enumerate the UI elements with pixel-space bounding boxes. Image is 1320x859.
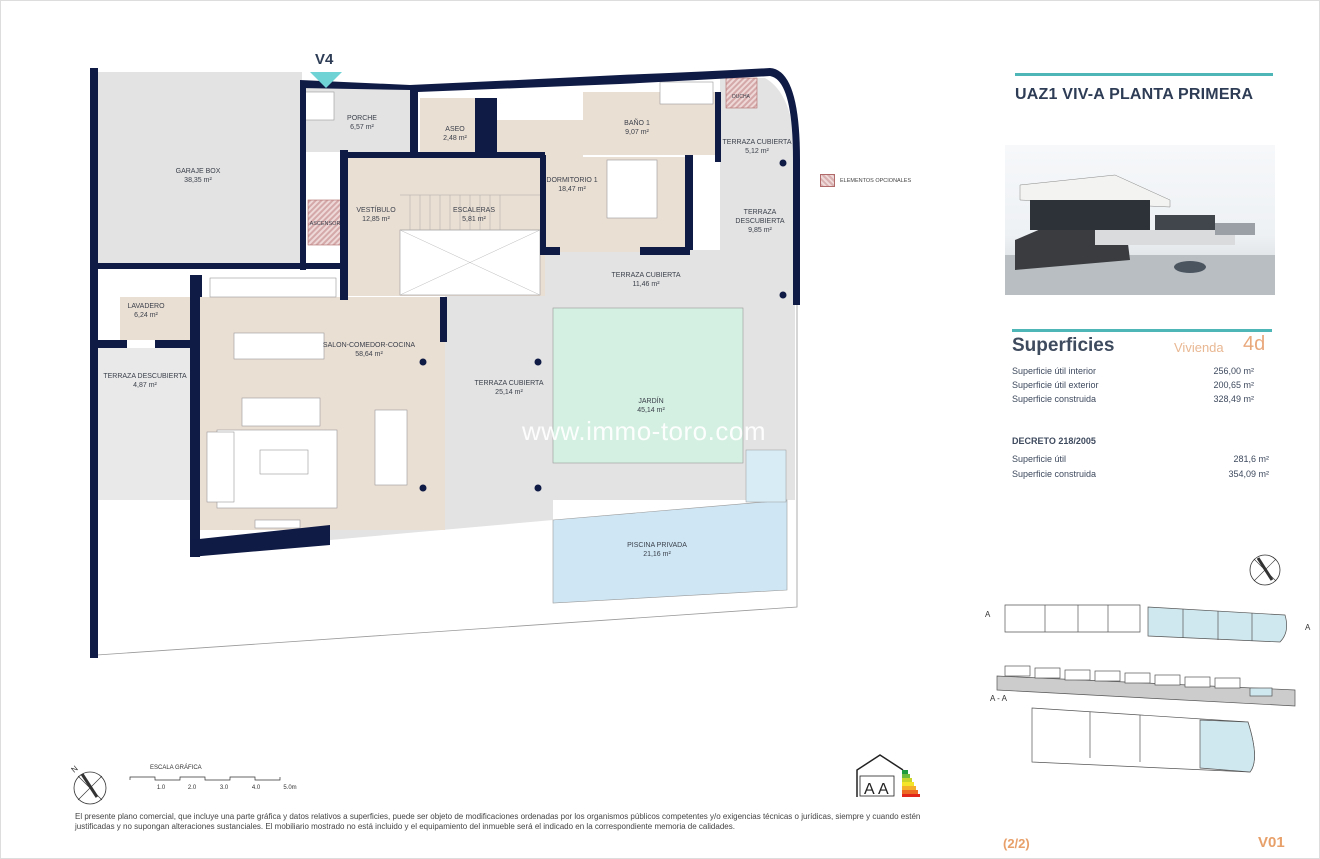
scale-tick: 3.0 [219,785,229,791]
pool-area [552,499,788,604]
room-shower: DUCHA [732,94,750,100]
section-label: A - A [990,694,1007,703]
laundry-area [120,297,200,340]
version: V01 [1258,834,1285,851]
disclaimer: El presente plano comercial, que incluye… [75,812,921,831]
unit-number: 4d [1243,333,1266,355]
decree-heading: DECRETO 218/2005 [1012,436,1096,446]
scale-title: ESCALA GRÁFICA [150,765,202,771]
site-boundary [96,300,798,656]
scale-tick: 1.0 [156,785,166,791]
scale-tick: 4.0 [251,785,261,791]
scale-tick: 5.0m [283,785,297,791]
uncovered-terrace-area [97,348,190,500]
scale-bar [129,776,281,781]
stairs [400,194,540,231]
furniture [206,81,714,529]
north-compass-icon: N [70,764,107,805]
surfaces-heading: Superficies [1012,335,1115,356]
surfaces-rule [1012,329,1272,332]
section-marker-right: A [1305,623,1311,632]
east-terrace-area [720,78,795,300]
room-elevator: ASCENSOR [309,221,341,227]
site-key [1031,707,1255,773]
watermark: www.immo-toro.com [522,416,766,446]
legend-optional: ELEMENTOS OPCIONALES [820,174,911,187]
north-compass-icon-right [1249,554,1281,586]
toilet-area [420,98,475,155]
page-title: UAZ1 VIV-A PLANTA PRIMERA [1015,86,1254,103]
render-image [1005,145,1275,295]
energy-label-icon: A A [856,754,920,798]
section-marker-left: A [985,610,991,619]
pool-steps [745,449,787,503]
shower-optional [725,77,758,109]
unit-label: Vivienda [1174,340,1224,355]
svg-text:A: A [864,781,875,798]
walls [90,68,800,658]
svg-text:N: N [70,764,80,775]
svg-text:A: A [878,781,889,798]
section-key [996,665,1296,707]
hatch-swatch [820,174,835,187]
page-number: (2/2) [1003,836,1030,851]
view-marker-label: V4 [315,51,334,68]
elevator-optional [307,199,344,246]
columns [419,159,787,492]
scale-tick: 2.0 [187,785,197,791]
view-marker-icon [310,72,342,88]
title-rule [1015,73,1273,76]
corridor-area [497,120,583,157]
garden-area [552,307,744,464]
garage-area [97,72,302,268]
key-plan [1004,604,1287,643]
